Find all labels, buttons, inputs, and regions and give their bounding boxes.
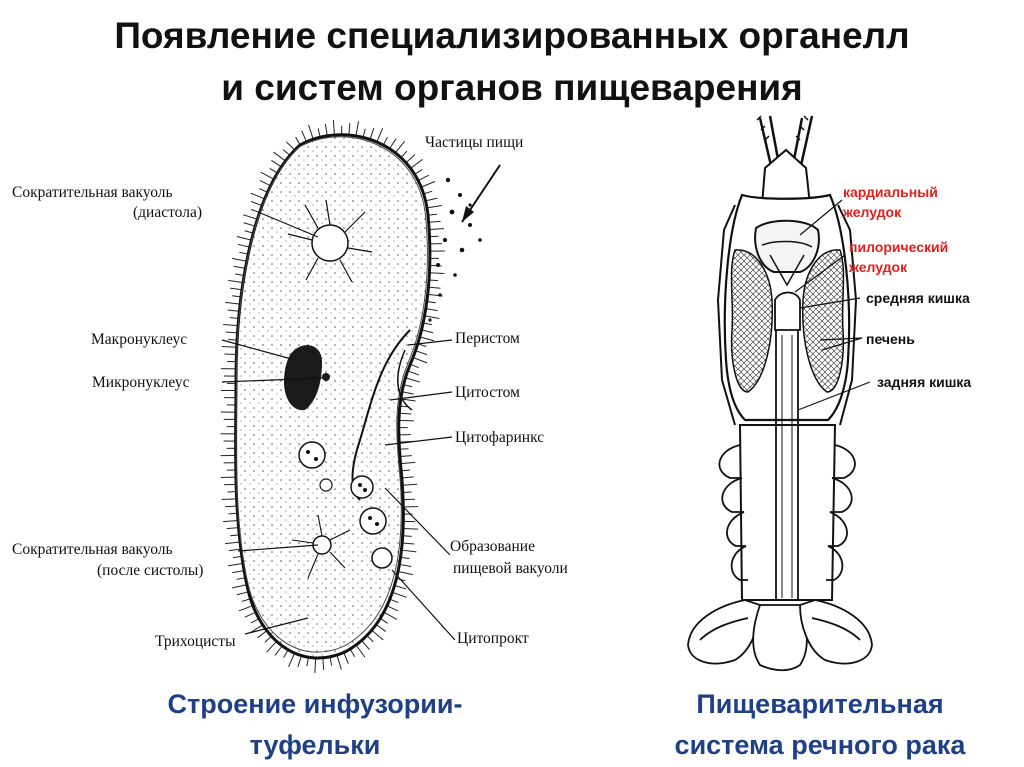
label-micronucleus: Микронуклеус bbox=[92, 374, 190, 392]
micronucleus bbox=[322, 373, 330, 381]
caption-crayfish-line-1: Пищеварительная bbox=[620, 685, 1020, 723]
label-macronucleus: Макронуклеус bbox=[91, 331, 187, 349]
label-cardiac-stomach-2: желудок bbox=[843, 203, 901, 221]
label-contractile-vacuole-diastole: Сократительная вакуоль bbox=[12, 184, 173, 202]
label-cytostome: Цитостом bbox=[455, 384, 520, 402]
label-systole: (после систолы) bbox=[97, 562, 203, 580]
label-cytopharynx: Цитофаринкс bbox=[455, 429, 544, 447]
crayfish-tail-fan bbox=[688, 600, 872, 670]
caption-paramecium-line-1: Строение инфузории- bbox=[105, 685, 525, 723]
label-trichocysts: Трихоцисты bbox=[155, 633, 236, 651]
label-hindgut: задняя кишка bbox=[877, 373, 971, 391]
label-cardiac-stomach: кардиальный bbox=[843, 183, 938, 201]
label-contractile-vacuole-systole: Сократительная вакуоль bbox=[12, 541, 173, 559]
crayfish-abdomen bbox=[740, 425, 835, 600]
label-cytoproct: Цитопрокт bbox=[457, 630, 529, 648]
label-food-vacuole: пищевой вакуоли bbox=[453, 560, 568, 578]
label-diastole: (диастола) bbox=[133, 204, 202, 222]
label-food-particles: Частицы пищи bbox=[425, 134, 523, 152]
caption-crayfish-line-2: система речного рака bbox=[620, 726, 1020, 764]
label-midgut: средняя кишка bbox=[866, 289, 970, 307]
caption-paramecium-line-2: туфельки bbox=[105, 726, 525, 764]
label-pyloric-stomach: пилорический bbox=[849, 238, 948, 256]
label-peristome: Перистом bbox=[455, 330, 520, 348]
label-pyloric-stomach-2: желудок bbox=[849, 258, 907, 276]
label-food-vacuole-formation: Образование bbox=[450, 538, 535, 556]
label-liver: печень bbox=[866, 330, 915, 348]
